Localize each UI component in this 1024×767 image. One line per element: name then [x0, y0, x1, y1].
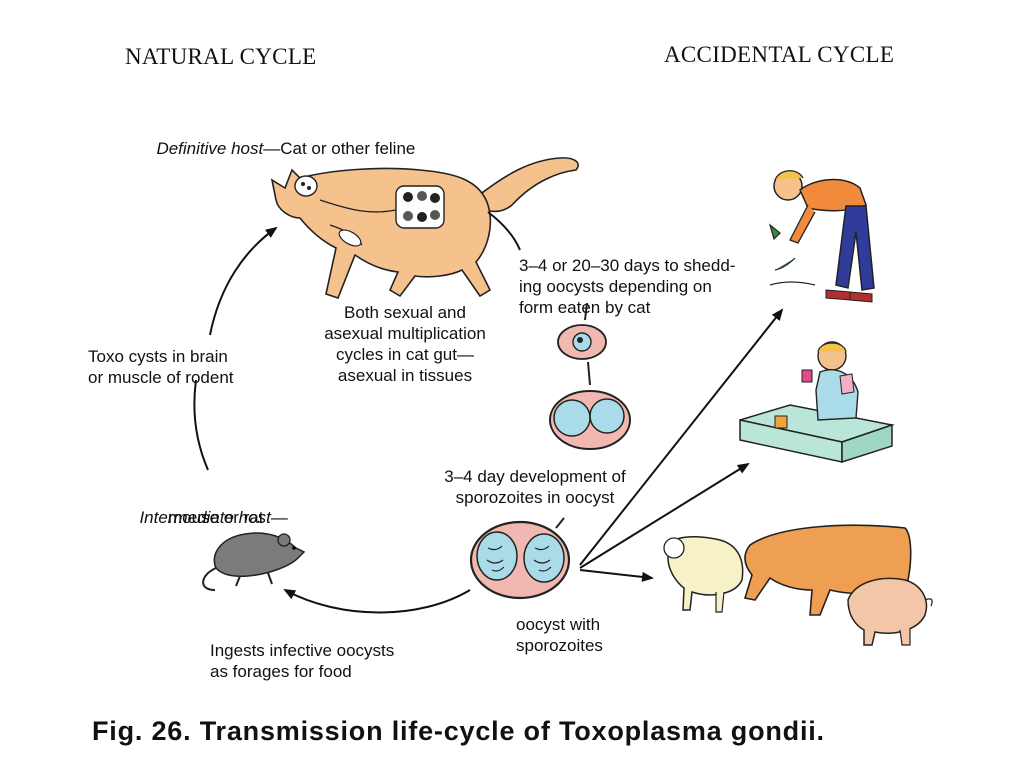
- pig: [847, 577, 928, 646]
- livestock-illustration: [663, 524, 933, 646]
- cat-tail: [477, 157, 579, 213]
- definitive-host-label: Definitive host—Cat or other feline: [147, 117, 415, 159]
- figure-caption: Fig. 26. Transmission life-cycle of Toxo…: [92, 716, 825, 746]
- oocyst-sporulated: [469, 520, 571, 600]
- intermediate-host-desc: mouse or rat: [168, 508, 264, 527]
- oocyst-label: oocyst with sporozoites: [516, 615, 603, 655]
- header-accidental-cycle: ACCIDENTAL CYCLE: [664, 42, 895, 67]
- arc-left-lower: [193, 379, 209, 471]
- cat-tissue-cyst: [338, 229, 362, 247]
- arrow-to-gardener: [579, 308, 784, 566]
- definitive-host-term: Definitive host: [156, 139, 264, 158]
- shedding-label: 3–4 or 20–30 days to shedd- ing oocysts …: [519, 256, 736, 317]
- development-label: 3–4 day development of sporozoites in oo…: [444, 467, 626, 507]
- cat-gut-cyst: [294, 175, 318, 197]
- multiplication-label: Both sexual and asexual multiplication c…: [324, 303, 486, 385]
- oocyst-developing: [549, 390, 631, 450]
- definitive-host-desc: —Cat or other feline: [263, 139, 416, 158]
- arrow-rodent-to-cat: [209, 226, 278, 336]
- intermediate-host-dash: —: [270, 508, 288, 527]
- arrow-to-livestock: [579, 569, 654, 582]
- ingests-label: Ingests infective oocysts as forages for…: [210, 641, 395, 681]
- arrow-cat-to-shedding: [487, 211, 521, 251]
- intermediate-host-label: Intermediate host—: [130, 486, 288, 528]
- oocyst-small: [557, 324, 607, 360]
- intermediate-host-term: Intermediate host: [139, 508, 271, 527]
- gardener-illustration: [768, 170, 875, 303]
- arrow-to-child: [579, 462, 750, 569]
- sandbox-child-illustration: [739, 341, 895, 464]
- sheep: [667, 535, 744, 611]
- toxo-cysts-label: Toxo cysts in brain or muscle of rodent: [88, 347, 234, 387]
- cat-illustration: [270, 157, 579, 299]
- arrow-oocyst-to-mouse: [283, 589, 471, 614]
- header-natural-cycle: NATURAL CYCLE: [125, 44, 317, 69]
- mouse-illustration: [202, 532, 306, 591]
